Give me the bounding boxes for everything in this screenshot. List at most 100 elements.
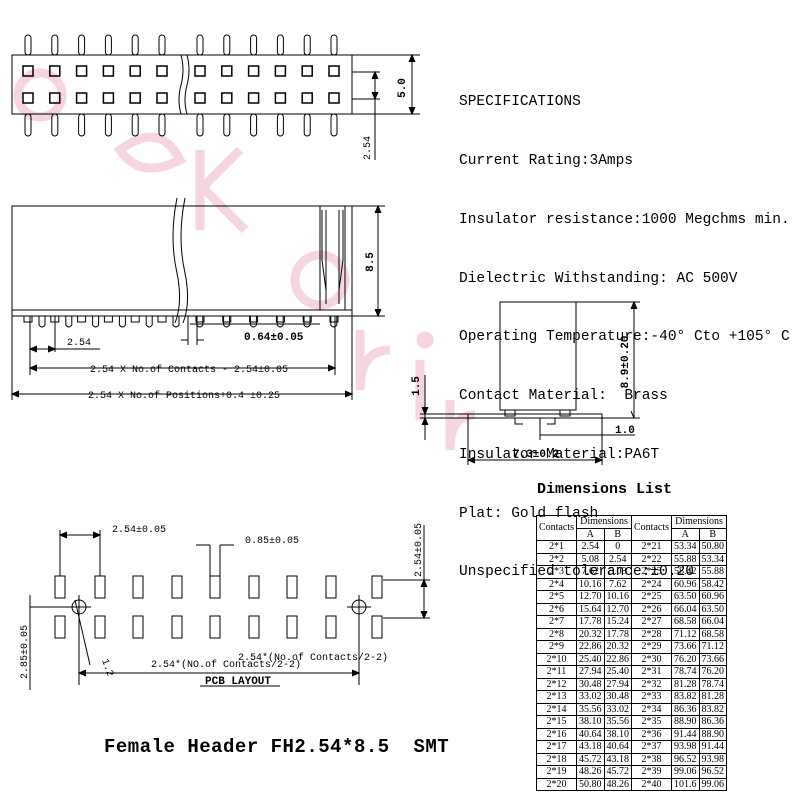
contact-square — [247, 92, 260, 104]
front-view-pin-tail — [118, 316, 126, 328]
cell-a: 99.06 — [671, 765, 700, 779]
cell-contacts: 2*23 — [631, 565, 672, 579]
cell-contacts: 2*21 — [631, 540, 672, 554]
pcb-pad — [371, 615, 383, 639]
top-view-pin — [131, 113, 139, 137]
cell-a: 53.34 — [671, 540, 700, 554]
pcb-layout — [29, 525, 430, 690]
top-view-pin — [24, 113, 32, 137]
cell-a: 78.74 — [671, 665, 700, 679]
front-view-pin-foot — [130, 315, 140, 323]
contact-square — [221, 65, 233, 77]
front-view-pins — [23, 315, 339, 328]
contact-square — [156, 65, 168, 77]
cell-b: 2.54 — [603, 552, 632, 566]
top-view-pin — [78, 34, 86, 56]
front-view-pin-foot — [302, 315, 312, 323]
header-dimensions: Dimensions — [576, 515, 632, 529]
contact-square — [156, 92, 168, 104]
pcb-dim-hole: 1.2 — [98, 658, 114, 679]
cell-b: 58.42 — [698, 577, 727, 591]
cell-contacts: 2*38 — [631, 752, 672, 766]
cell-contacts: 2*33 — [631, 690, 672, 704]
cell-contacts: 2*39 — [631, 765, 672, 779]
top-view-pin — [303, 34, 311, 56]
cell-contacts: 2*36 — [631, 727, 672, 741]
spec-line: Operating Temperature:-40° Cto +105° C — [459, 329, 790, 346]
top-view-contact-squares — [22, 65, 340, 104]
cell-a: 93.98 — [671, 740, 700, 754]
cell-a: 55.88 — [671, 552, 700, 566]
cell-contacts: 2*2 — [536, 552, 577, 566]
contact-square — [301, 92, 313, 104]
cell-a: 91.44 — [671, 727, 700, 741]
cell-contacts: 2*1 — [536, 540, 577, 554]
front-view-pin-tail — [38, 316, 46, 328]
top-view-pin — [78, 113, 86, 137]
pcb-pad — [209, 615, 221, 639]
cell-b: 99.06 — [698, 777, 727, 791]
front-dim-height: 8.5 — [365, 252, 377, 272]
front-view-pin-foot — [23, 315, 33, 323]
cell-a: 7.62 — [576, 565, 605, 579]
cell-a: 63.50 — [671, 590, 700, 604]
pcb-pad — [325, 615, 337, 639]
cell-b: 96.52 — [698, 765, 727, 779]
cell-a: 27.94 — [576, 665, 605, 679]
front-view-pin-foot — [249, 315, 259, 323]
top-view-pin — [196, 34, 204, 56]
front-view-pin-tail — [92, 316, 100, 328]
pcb-pad — [54, 615, 66, 639]
cell-b: 10.16 — [603, 590, 632, 604]
pcb-pad — [325, 575, 337, 599]
top-view-pin — [330, 34, 338, 56]
side-view — [420, 300, 640, 465]
contact-square — [221, 92, 233, 104]
top-view-pin — [223, 34, 231, 56]
cell-b: 88.90 — [698, 727, 727, 741]
contact-square — [301, 65, 313, 77]
contact-square — [102, 92, 115, 104]
contact-square — [75, 65, 88, 77]
side-dim-width: 7.3±0.2 — [513, 449, 559, 461]
header-b: B — [698, 527, 727, 541]
cell-a: 30.48 — [576, 677, 605, 691]
front-view-pin-tail — [249, 316, 257, 328]
cell-contacts: 2*12 — [536, 677, 577, 691]
cell-contacts: 2*20 — [536, 777, 577, 791]
cell-contacts: 2*34 — [631, 702, 672, 716]
cell-a: 20.32 — [576, 627, 605, 641]
cell-contacts: 2*7 — [536, 615, 577, 629]
front-dim-pitch: 2.54 — [67, 338, 91, 349]
top-view-pin — [250, 113, 258, 137]
cell-a: 81.28 — [671, 677, 700, 691]
top-view-pin — [104, 113, 112, 137]
cell-contacts: 2*24 — [631, 577, 672, 591]
cell-b: 45.72 — [603, 765, 632, 779]
contact-square — [129, 65, 141, 77]
cell-a: 33.02 — [576, 690, 605, 704]
front-view-pin-tail — [223, 316, 231, 328]
pcb-dim-half-contacts-2: 2.54*(NO.of Contacts/2-2) — [151, 659, 301, 671]
pcb-pad — [94, 615, 106, 639]
top-view-pin — [276, 113, 284, 137]
pcb-pad — [132, 615, 144, 639]
pcb-pad — [171, 575, 183, 599]
pcb-pad — [132, 575, 144, 599]
pcb-pad — [286, 615, 298, 639]
cell-a: 45.72 — [576, 752, 605, 766]
cell-a: 38.10 — [576, 715, 605, 729]
side-view-body — [499, 301, 577, 411]
cell-b: 22.86 — [603, 652, 632, 666]
top-view-break-line — [178, 54, 184, 115]
cell-contacts: 2*32 — [631, 677, 672, 691]
cell-b: 53.34 — [698, 552, 727, 566]
